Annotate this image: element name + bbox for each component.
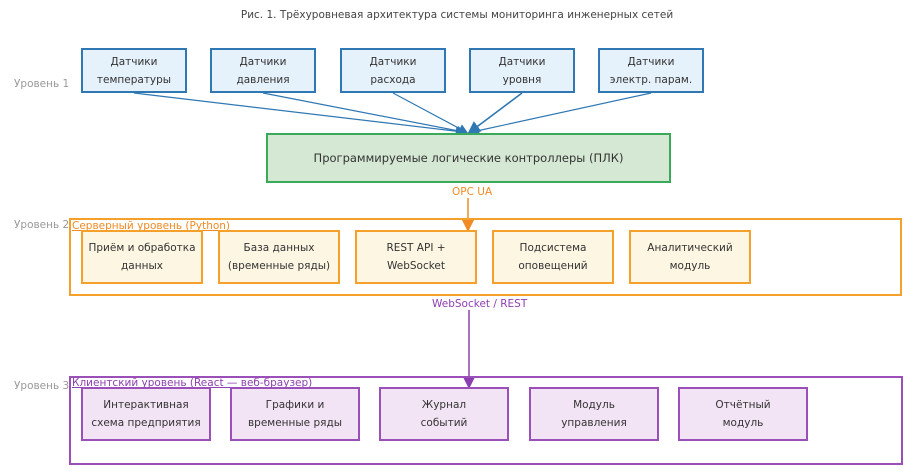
sensor-level-box: Датчики уровня <box>469 48 575 93</box>
arrow-sensor-3-to-plc <box>392 92 469 134</box>
arrow-sensor-1-to-plc <box>133 92 466 136</box>
client-module-control: Модуль управления <box>529 387 659 441</box>
figure-title: Рис. 1. Трёхуровневая архитектура систем… <box>240 9 674 21</box>
box-line: давления <box>236 73 290 86</box>
sensor-flow-box: Датчики расхода <box>340 48 446 93</box>
sensor-pressure-box: Датчики давления <box>210 48 316 93</box>
server-level-title: Серверный уровень (Python) <box>72 220 231 232</box>
box-line: Графики и <box>265 399 325 411</box>
client-module-reports: Отчётный модуль <box>678 387 808 441</box>
box-line: событий <box>420 417 468 429</box>
arrow-sensor-4-to-plc <box>467 92 523 134</box>
sensor-electrical-box: Датчики электр. парам. <box>598 48 704 93</box>
level-1-label: Уровень 1 <box>14 78 70 90</box>
box-line: База данных <box>243 242 315 254</box>
arrow-sensor-5-to-plc <box>469 92 652 136</box>
box-line: данных <box>121 260 163 272</box>
box-line: модуль <box>722 417 764 429</box>
server-module-api: REST API + WebSocket <box>355 230 477 284</box>
box-line: Датчики <box>498 55 546 68</box>
box-line: расхода <box>370 73 416 86</box>
arrow-sensor-2-to-plc <box>262 92 467 136</box>
server-module-analytics: Аналитический модуль <box>629 230 751 284</box>
box-line: Датчики <box>110 55 158 68</box>
box-line: уровня <box>502 73 542 86</box>
level-2-label: Уровень 2 <box>14 219 70 231</box>
box-line: Журнал <box>421 399 467 411</box>
box-line: Датчики <box>239 55 287 68</box>
box-line: оповещений <box>518 260 588 272</box>
box-line: температуры <box>96 73 172 86</box>
box-line: Модуль <box>573 399 615 411</box>
client-module-event-log: Журнал событий <box>379 387 509 441</box>
box-line: Подсистема <box>519 242 587 254</box>
box-line: Датчики <box>369 55 417 68</box>
server-module-ingest: Приём и обработка данных <box>81 230 203 284</box>
box-line: Аналитический <box>647 242 733 254</box>
box-line: Отчётный <box>715 399 771 411</box>
client-level-frame <box>69 376 903 465</box>
box-line: Приём и обработка <box>88 242 196 254</box>
server-module-alerts: Подсистема оповещений <box>492 230 614 284</box>
box-line: схема предприятия <box>91 417 201 429</box>
box-line: (временные ряды) <box>227 260 331 272</box>
box-line: REST API + <box>386 242 446 254</box>
box-line: WebSocket <box>386 260 446 272</box>
box-line: электр. парам. <box>609 73 693 86</box>
client-module-plant-scheme: Интерактивная схема предприятия <box>81 387 211 441</box>
plc-box: Программируемые логические контроллеры (… <box>266 133 671 183</box>
box-line: временные ряды <box>247 417 343 429</box>
server-module-database: База данных (временные ряды) <box>218 230 340 284</box>
protocol-websocket-rest-label: WebSocket / REST <box>432 298 528 310</box>
box-line: Интерактивная <box>103 399 189 411</box>
client-module-charts: Графики и временные ряды <box>230 387 360 441</box>
server-level-frame <box>69 218 902 296</box>
client-level-title: Клиентский уровень (React — веб-браузер) <box>72 377 313 389</box>
box-line: модуль <box>669 260 711 272</box>
protocol-opc-ua-label: OPC UA <box>452 186 493 198</box>
box-line: управления <box>561 417 627 429</box>
sensor-temperature-box: Датчики температуры <box>81 48 187 93</box>
level-3-label: Уровень 3 <box>14 380 70 392</box>
box-line: Датчики <box>627 55 675 68</box>
